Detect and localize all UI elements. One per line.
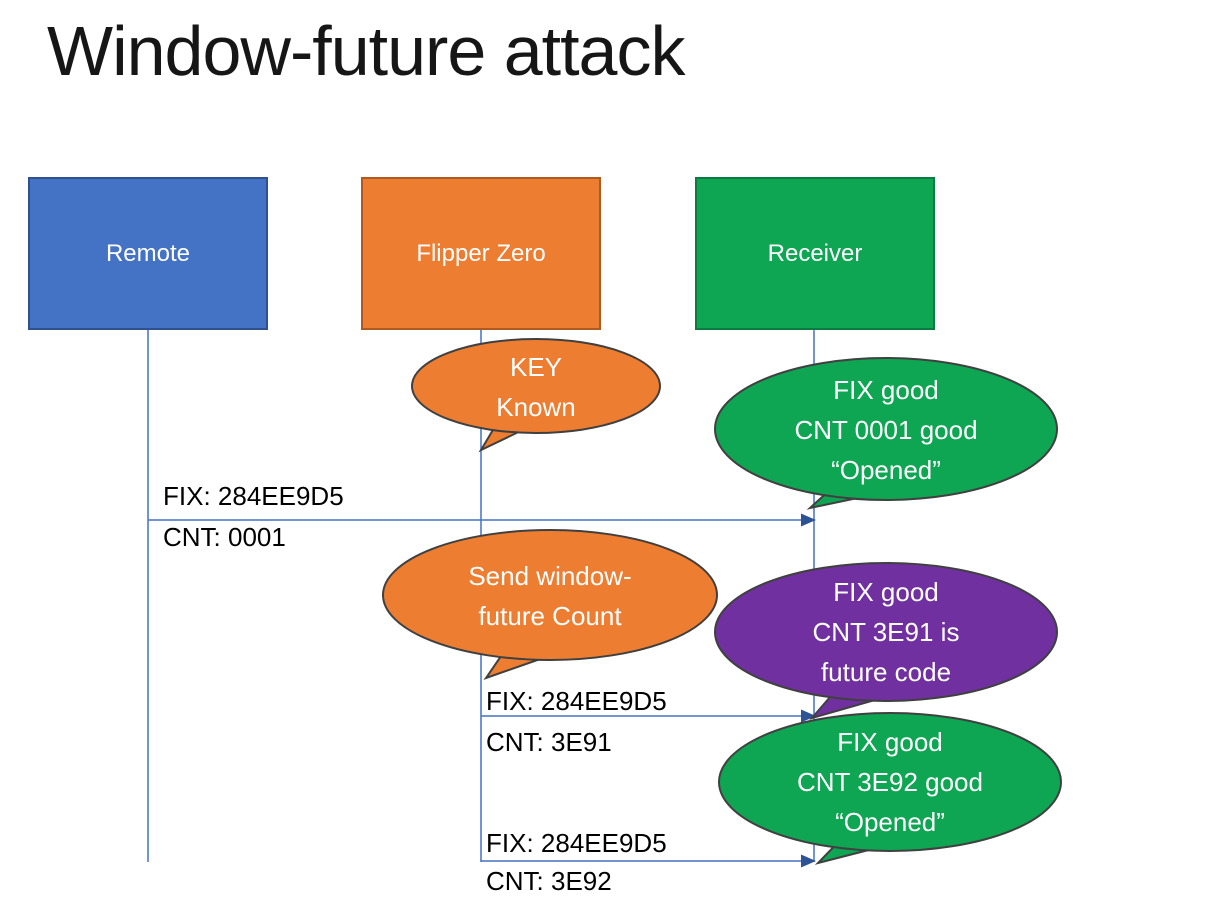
bubble-text-line: Send window- [468, 561, 632, 591]
message-1-fix-label: FIX: 284EE9D5 [163, 481, 344, 511]
bubble-text-line: future Count [478, 601, 622, 631]
bubble-send-window-future [382, 529, 718, 680]
message-3-arrow-head [801, 854, 816, 868]
bubble-send-window-future-ellipse [382, 529, 718, 661]
bubble-text-line: FIX good [833, 375, 939, 405]
message-3-fix-label: FIX: 284EE9D5 [486, 828, 667, 858]
message-3-cnt-label: CNT: 3E92 [486, 866, 612, 896]
actor-label-receiver: Receiver [767, 239, 863, 267]
actor-box-remote: Remote [28, 177, 268, 330]
bubble-fix-good-cnt-3e92-text: FIX good CNT 3E92 good “Opened” [720, 722, 1060, 842]
bubble-fix-good-cnt-0001 [714, 357, 1058, 510]
message-2-fix-label: FIX: 284EE9D5 [486, 686, 667, 716]
bubble-fix-good-cnt-0001-text: FIX good CNT 0001 good “Opened” [716, 370, 1056, 490]
bubble-fix-good-cnt-3e91-text: FIX good CNT 3E91 is future code [716, 572, 1056, 692]
bubble-text-line: future code [820, 657, 952, 687]
bubble-text-line: KEY [509, 352, 563, 382]
bubble-fix-good-cnt-3e91 [714, 562, 1058, 720]
bubble-text-line: “Opened” [835, 807, 945, 837]
actor-label-flipper-zero: Flipper Zero [416, 239, 546, 267]
bubble-key-known-text: KEY Known [411, 347, 661, 427]
bubble-text-line: Known [496, 392, 576, 422]
bubble-key-known-ellipse [411, 338, 661, 434]
bubble-text-line: CNT 3E91 is [812, 617, 960, 647]
message-1-cnt-label: CNT: 0001 [163, 522, 286, 552]
bubble-text-line: CNT 0001 good [794, 415, 978, 445]
actor-label-remote: Remote [105, 239, 191, 267]
actor-box-receiver: Receiver [695, 177, 935, 330]
message-2-cnt-label: CNT: 3E91 [486, 727, 612, 757]
bubble-key-known [411, 338, 661, 453]
bubble-fix-good-cnt-3e92-ellipse [718, 712, 1062, 852]
bubble-fix-good-cnt-3e92 [718, 712, 1062, 865]
message-1-arrow-head [801, 513, 816, 527]
bubble-fix-good-cnt-3e91-ellipse [714, 562, 1058, 702]
bubble-text-line: FIX good [833, 577, 939, 607]
bubble-text-line: CNT 3E92 good [797, 767, 983, 797]
slide-title: Window-future attack [47, 12, 685, 90]
bubble-send-window-future-text: Send window- future Count [400, 556, 700, 636]
bubble-fix-good-cnt-0001-ellipse [714, 357, 1058, 501]
actor-box-flipper-zero: Flipper Zero [361, 177, 601, 330]
bubble-text-line: “Opened” [831, 455, 941, 485]
message-2-arrow-head [801, 709, 816, 723]
bubble-text-line: FIX good [837, 727, 943, 757]
